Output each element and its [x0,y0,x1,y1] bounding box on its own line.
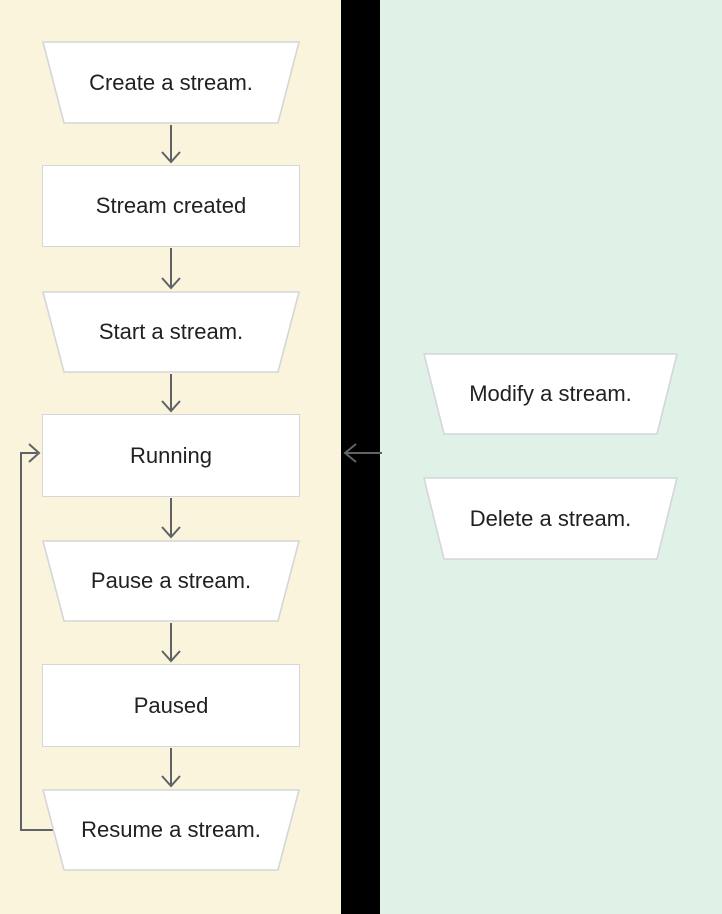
trapezoid-shape [42,41,300,124]
trapezoid-shape [423,477,678,560]
flow-node-resume-stream: Resume a stream. [42,789,300,871]
flow-node-label: Stream created [95,193,247,218]
stream-actions-panel [380,0,722,914]
flow-node-label: Resume a stream. [81,817,261,842]
flow-node-label: Create a stream. [89,69,253,95]
flow-node-stream-created: Stream created [42,165,300,247]
flow-node-label: Running [130,442,212,468]
trapezoid-shape [42,540,300,622]
flow-node-label: Start a stream. [98,319,244,344]
flow-node-pause-stream: Pause a stream. [42,540,300,622]
trapezoid-shape [42,789,300,871]
flow-node-paused: Paused [42,664,300,747]
flow-node-start-stream: Start a stream. [42,291,300,373]
trapezoid-shape [42,291,300,373]
flow-node-label: Paused [133,692,209,718]
flow-node-create-stream: Create a stream. [42,41,300,124]
action-node-delete-stream: Delete a stream. [423,477,678,560]
actions-to-running-arrow [343,443,382,463]
action-node-label: Delete a stream. [469,505,632,531]
action-node-modify-stream: Modify a stream. [423,353,678,435]
flow-node-running: Running [42,414,300,497]
action-node-label: Modify a stream. [469,381,632,406]
flow-node-label: Pause a stream. [90,568,252,593]
trapezoid-shape [423,353,678,435]
